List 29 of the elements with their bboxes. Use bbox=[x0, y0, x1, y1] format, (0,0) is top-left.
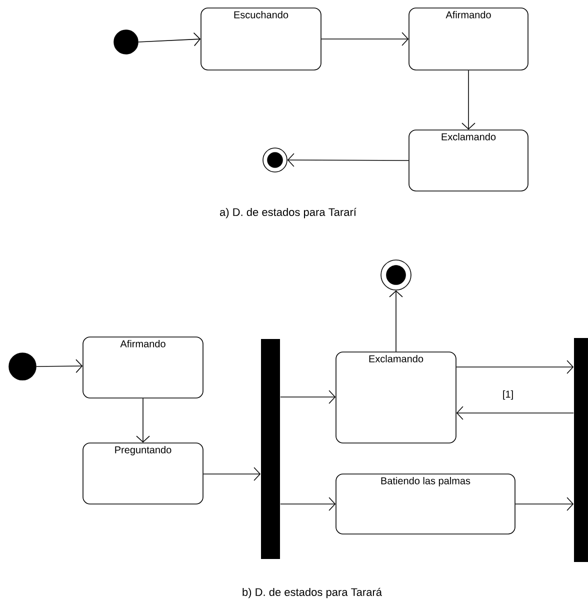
state-box: Preguntando bbox=[82, 442, 204, 504]
initial-state bbox=[8, 352, 36, 380]
state-box: Afirmando bbox=[82, 336, 204, 398]
state-box: Escuchando bbox=[200, 8, 322, 70]
caption: b) D. de estados para Tarará bbox=[242, 588, 382, 598]
sync-bar bbox=[261, 339, 280, 559]
final-state bbox=[262, 148, 288, 172]
state-box: Exclamando bbox=[408, 130, 528, 192]
edge-label: [1] bbox=[501, 389, 515, 401]
arrow bbox=[136, 398, 150, 443]
state-box: Exclamando bbox=[336, 352, 456, 444]
arrow bbox=[36, 359, 83, 373]
state-box: Batiendo las palmas bbox=[336, 474, 516, 534]
arrow bbox=[280, 390, 336, 404]
sync-bar bbox=[574, 338, 588, 562]
caption: a) D. de estados para Tararí bbox=[220, 208, 356, 218]
arrow bbox=[462, 70, 476, 130]
arrow bbox=[456, 360, 574, 374]
arrow bbox=[280, 497, 336, 511]
arrow bbox=[203, 467, 261, 481]
arrow bbox=[321, 32, 409, 46]
initial-state bbox=[114, 30, 138, 54]
arrow bbox=[287, 153, 409, 167]
arrow bbox=[515, 497, 574, 511]
arrow bbox=[389, 290, 403, 352]
final-state bbox=[380, 260, 412, 290]
state-box: Afirmando bbox=[408, 8, 528, 70]
arrow bbox=[456, 406, 574, 420]
arrow bbox=[138, 32, 201, 46]
